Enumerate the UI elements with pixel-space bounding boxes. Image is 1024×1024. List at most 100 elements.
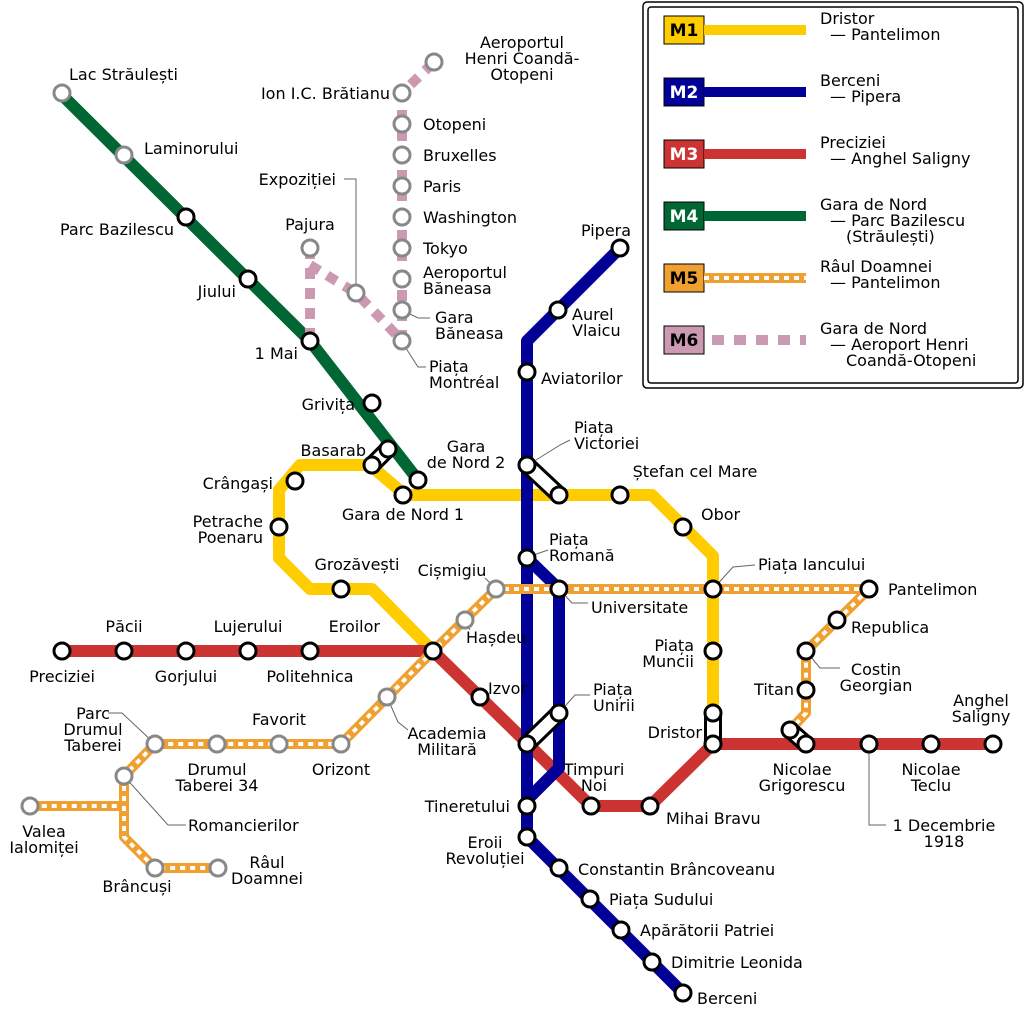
label-piata-iancului: Piața Iancului: [758, 555, 865, 574]
station-izvor: [470, 687, 490, 707]
label-obor: Obor: [701, 505, 741, 524]
station-anghel-saligny: [983, 734, 1003, 754]
station-preciziei: [52, 641, 72, 661]
legend-swatch: [663, 263, 705, 293]
label-paris: Paris: [423, 177, 461, 196]
label-stefan-cel-mare: Ștefan cel Mare: [633, 462, 758, 481]
station-nicolae-grigorescu: [796, 734, 816, 754]
label-tineretului: Tineretului: [424, 797, 510, 816]
station-piata-montreal: [392, 331, 412, 351]
station-tineretului: [517, 796, 537, 816]
station-tokyo: [392, 238, 412, 258]
label-titan: Titan: [753, 680, 794, 699]
station-timpuri-noi: [581, 796, 601, 816]
station-aurel-vlaicu: [548, 300, 568, 320]
line-m6-path: [307, 260, 406, 345]
legend-text: Dristor— Pantelimon: [820, 9, 940, 44]
legend-swatch: [663, 325, 705, 355]
leader-line: [868, 744, 886, 826]
station-pantelimon: [859, 579, 879, 599]
label-washington: Washington: [423, 208, 517, 227]
station-orizont: [331, 734, 351, 754]
station-aeroport-otopeni: [424, 52, 444, 72]
label-dristor: Dristor: [648, 723, 703, 742]
station-washington: [392, 207, 412, 227]
label-jiului: Jiului: [197, 282, 236, 301]
stations: [20, 52, 1003, 1003]
label-berceni: Berceni: [697, 989, 757, 1008]
station-piata-unirii-1: [517, 734, 537, 754]
label-ion-bratianu: Ion I.C. Brătianu: [261, 84, 390, 103]
line-m5-dash: [122, 776, 218, 870]
station-jiului: [238, 269, 258, 289]
station-ion-bratianu: [392, 83, 412, 103]
label-grozavesti: Grozăvești: [315, 555, 400, 574]
station-nicolae-teclu: [859, 734, 879, 754]
station-laminorului: [114, 145, 134, 165]
legend-swatch: [663, 15, 705, 45]
station-favorit: [269, 734, 289, 754]
station-aviatorilor: [517, 362, 537, 382]
label-politehnica: Politehnica: [266, 667, 353, 686]
station-bruxelles: [392, 145, 412, 165]
station-dimitrie-leonida: [642, 952, 662, 972]
station-politehnica: [300, 641, 320, 661]
station-piata-muncii: [703, 641, 723, 661]
station-academia-militara: [377, 687, 397, 707]
line-m6-path: [397, 58, 438, 341]
station-costin-georgian: [796, 641, 816, 661]
station-cismigiu: [486, 579, 506, 599]
label-preciziei: Preciziei: [29, 667, 95, 686]
label-basarab: Basarab: [301, 441, 366, 460]
station-universitate: [549, 579, 569, 599]
label-parc-bazilescu: Parc Bazilescu: [60, 220, 174, 239]
legend-swatch: [663, 139, 705, 169]
station-drumul-taberei-34: [207, 734, 227, 754]
station-crangasi: [285, 471, 305, 491]
label-pajura: Pajura: [285, 215, 335, 234]
station-parc-drumul-taberei: [145, 734, 165, 754]
label-bruxelles: Bruxelles: [423, 146, 497, 165]
station-unu-decembrie: [921, 734, 941, 754]
station-dristor: [703, 734, 723, 754]
legend-code: M4: [670, 207, 699, 227]
station-brancusi: [145, 858, 165, 878]
label-crangasi: Crângași: [203, 474, 273, 493]
station-lac-straulesti: [52, 83, 72, 103]
line-m5-path: [30, 584, 869, 811]
line-m5-dash: [30, 587, 869, 808]
station-gara-de-nord-1: [393, 485, 413, 505]
legend-text: Preciziei— Anghel Saligny: [820, 133, 970, 168]
legend-code: M2: [670, 83, 699, 103]
station-republica: [827, 610, 847, 630]
label-expozitiei: Expoziției: [259, 170, 336, 189]
station-gara-de-nord-2: [408, 470, 428, 490]
station-valea-ialomitei: [20, 796, 40, 816]
label-pipera: Pipera: [581, 221, 631, 240]
legend-frame-outer: [642, 1, 1024, 389]
label-romancierilor: Romancierilor: [188, 816, 299, 835]
label-gara-de-nord-1: Gara de Nord 1: [342, 505, 464, 524]
station-piata-romana: [517, 548, 537, 568]
label-izvor: Izvor: [488, 679, 527, 698]
label-republica: Republica: [851, 618, 929, 637]
station-obor: [673, 517, 693, 537]
